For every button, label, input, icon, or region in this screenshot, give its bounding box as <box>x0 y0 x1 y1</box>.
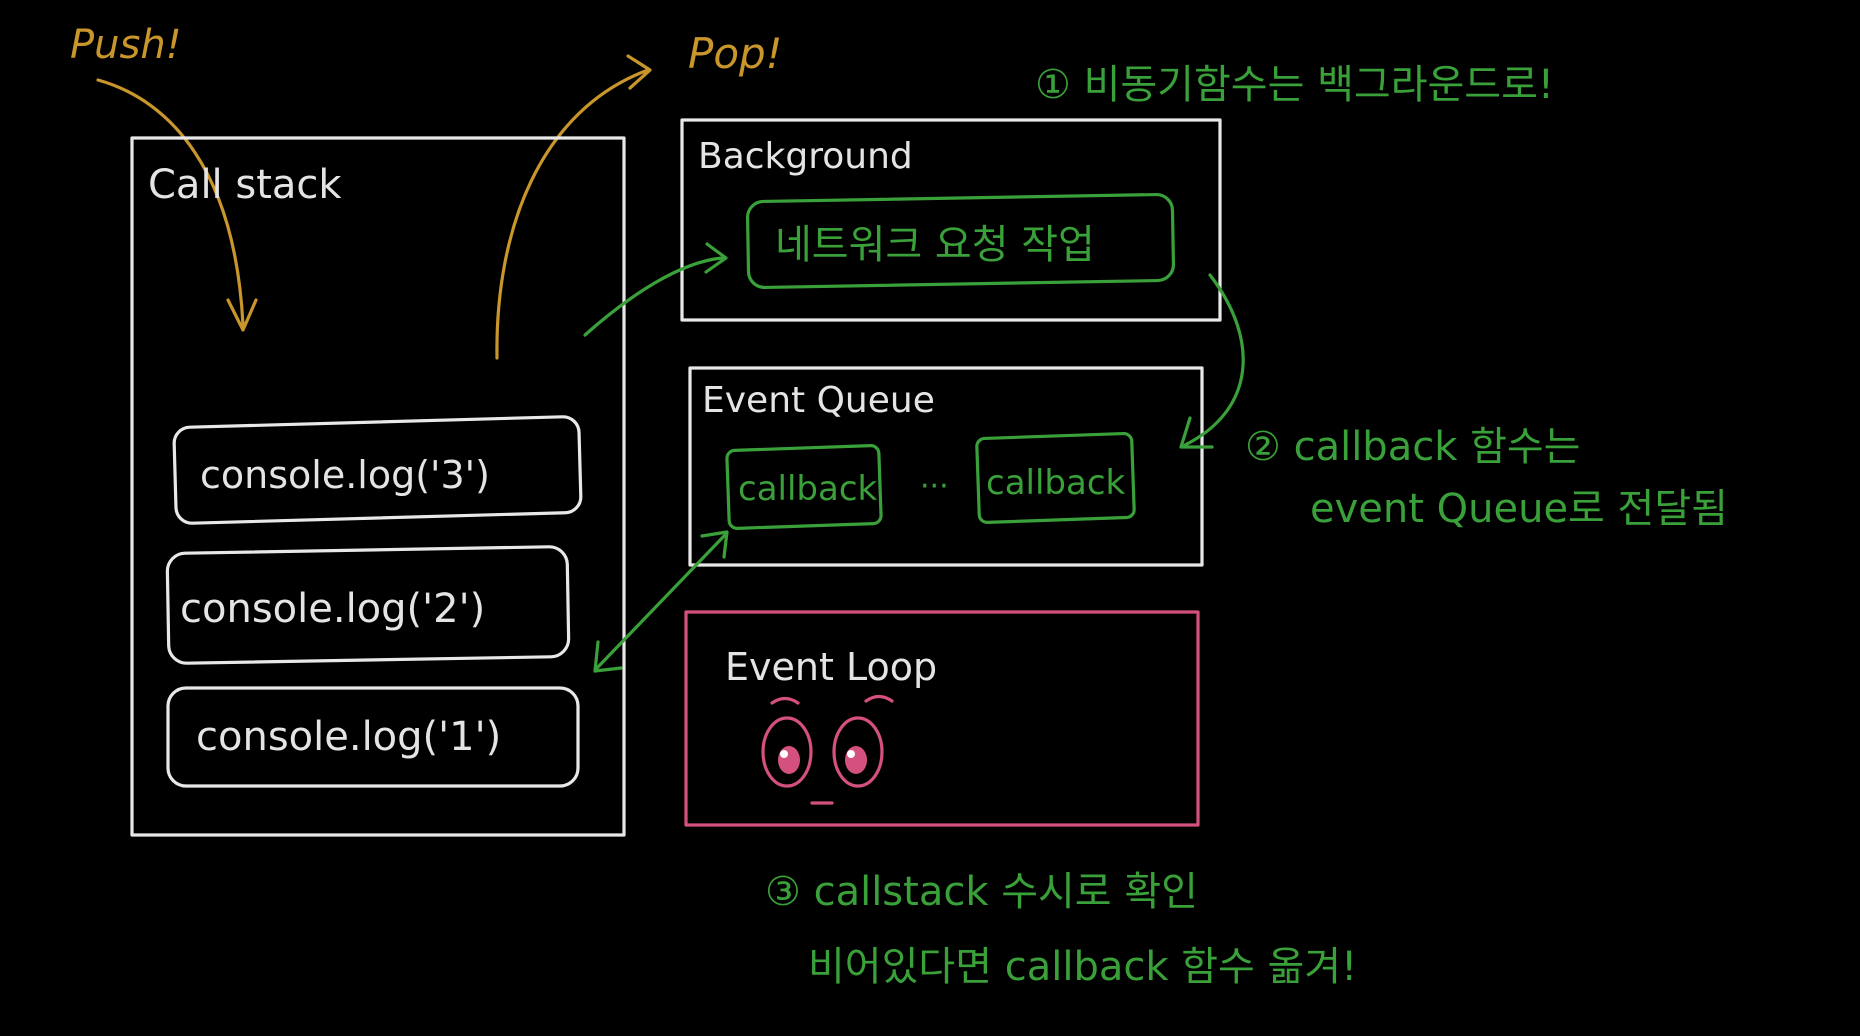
background-frame <box>680 118 1222 322</box>
stack-item-label: console.log('3') <box>200 453 490 497</box>
queue-to-stack-arrow <box>595 533 727 670</box>
event-queue-frame <box>688 366 1204 567</box>
call-stack-panel: Call stack console.log('3') console.log(… <box>130 136 626 837</box>
stack-item: console.log('1') <box>166 686 580 788</box>
step2-note-line2: event Queue로 전달됨 <box>1310 486 1728 532</box>
callback-label: callback <box>986 463 1126 503</box>
pop-label: Pop! <box>688 29 783 78</box>
call-stack-frame <box>130 136 626 837</box>
queue-to-stack-arrow-head <box>700 530 729 559</box>
push-arrow <box>96 78 245 327</box>
callback-box <box>725 444 883 530</box>
callback-label: callback <box>738 469 878 509</box>
stack-item-label: console.log('1') <box>196 714 501 760</box>
event-loop-title: Event Loop <box>725 645 937 689</box>
stack-item-label: console.log('2') <box>180 586 485 632</box>
queue-ellipsis: ··· <box>920 469 949 504</box>
network-task-label: 네트워크 요청 작업 <box>775 222 1095 268</box>
stack-item-frame <box>172 415 583 525</box>
network-task-box <box>745 192 1176 290</box>
to-queue-arrow-head <box>1179 416 1214 449</box>
queue-to-stack-arrow-tail-head <box>593 640 623 673</box>
stack-item: console.log('2') <box>165 545 571 665</box>
step3-note-line2: 비어있다면 callback 함수 옮겨! <box>808 944 1357 990</box>
to-background-arrow-head <box>704 242 728 274</box>
step3-note-line1: ③ callstack 수시로 확인 <box>765 869 1198 915</box>
event-queue-title: Event Queue <box>702 380 935 421</box>
background-panel: Background 네트워크 요청 작업 <box>680 118 1222 322</box>
event-queue-panel: Event Queue callback ··· callback <box>688 366 1204 567</box>
step2-note-line1: ② callback 함수는 <box>1245 424 1580 470</box>
event-loop-panel: Event Loop <box>684 610 1200 827</box>
pop-arrow <box>495 68 650 360</box>
pop-arrow-head <box>626 54 652 90</box>
step1-note: ① 비동기함수는 백그라운드로! <box>1035 62 1554 108</box>
stack-item: console.log('3') <box>172 415 583 525</box>
stack-item-frame <box>166 686 580 788</box>
to-background-arrow <box>583 256 724 337</box>
stack-item-frame <box>165 545 571 665</box>
event-loop-frame <box>684 610 1200 827</box>
call-stack-title: Call stack <box>148 162 342 208</box>
background-title: Background <box>698 136 913 177</box>
push-label: Push! <box>70 22 182 68</box>
to-queue-arrow <box>1183 273 1245 447</box>
callback-box <box>975 431 1136 524</box>
push-arrow-head <box>226 298 258 332</box>
event-loop-eyes-icon <box>761 694 894 805</box>
